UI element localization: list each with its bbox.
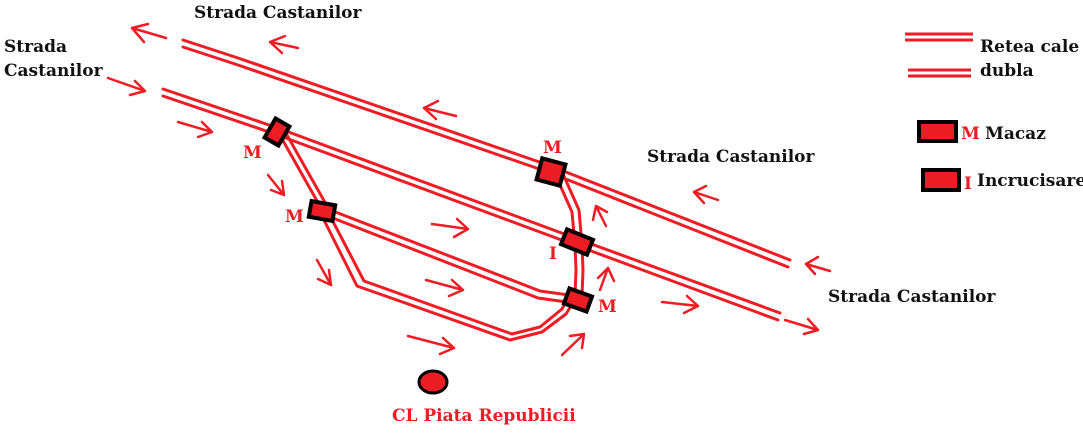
- switches: [261, 115, 596, 315]
- switch-letter-m-upper-right: M: [543, 138, 562, 158]
- arrow-right-icon: [660, 294, 700, 315]
- street-label-top: Strada Castanilor: [194, 3, 363, 23]
- street-label-left-line1: Strada: [4, 37, 67, 57]
- switch-letters: M M M I M: [243, 138, 617, 317]
- legend-crossing-symbol: [921, 168, 961, 192]
- direction-arrows: [106, 22, 832, 357]
- station-marker: [417, 369, 449, 395]
- arrow-left-icon: [130, 22, 168, 44]
- tracks: [161, 38, 792, 342]
- arrow-left-icon: [268, 34, 300, 55]
- switch-macaz-lower-right: [561, 285, 595, 315]
- arrow-right-icon: [783, 317, 820, 336]
- left-branch-track: [275, 126, 329, 210]
- street-label-left-line2: Castanilor: [4, 61, 104, 81]
- arrow-down-icon: [315, 258, 333, 287]
- street-labels: Strada Castanilor Strada Castanilor Stra…: [4, 3, 997, 307]
- switch-macaz-upper-left: [261, 115, 293, 149]
- arrow-down-icon: [266, 173, 286, 197]
- legend-macaz-letter: M: [961, 124, 980, 144]
- arrow-right-icon: [424, 278, 465, 298]
- arrow-up-icon: [591, 204, 609, 228]
- arrow-right-icon: [406, 334, 456, 356]
- switch-letter-m-lower-right: M: [598, 297, 617, 317]
- legend-crossing-letter: I: [964, 174, 972, 194]
- legend-double-track-label-line1: Retea cale: [980, 37, 1079, 57]
- switch-letter-m-upper-left: M: [243, 143, 262, 163]
- legend-crossing-label: Incrucisare: [977, 171, 1083, 191]
- street-label-bottom-right: Strada Castanilor: [828, 287, 997, 307]
- arrow-right-icon: [430, 217, 470, 239]
- lower-main-track: [161, 87, 782, 322]
- arrow-left-icon: [422, 99, 458, 121]
- switch-macaz-middle: [306, 198, 338, 224]
- arrow-left-icon: [692, 184, 720, 205]
- legend-macaz-symbol: [917, 120, 958, 143]
- switch-macaz-upper-right: [534, 155, 568, 189]
- arrow-up-icon: [560, 332, 586, 357]
- legend: Retea cale dubla M Macaz I Incrucisare: [905, 32, 1083, 194]
- arrow-up-icon: [596, 266, 616, 292]
- street-label-middle-right: Strada Castanilor: [647, 147, 816, 167]
- arrow-left-icon: [804, 255, 832, 276]
- legend-macaz-label: Macaz: [985, 124, 1046, 144]
- arrow-right-icon: [106, 76, 147, 97]
- outer-loop-track: [317, 208, 576, 342]
- switch-letter-i-crossing: I: [549, 244, 557, 264]
- crossing-incrucisare: [558, 226, 596, 258]
- arrow-right-icon: [176, 120, 214, 139]
- switch-letter-m-middle: M: [285, 207, 304, 227]
- legend-double-track-symbol: [905, 32, 973, 78]
- upper-main-track: [181, 38, 792, 269]
- legend-double-track-label-line2: dubla: [980, 61, 1034, 81]
- station-label: CL Piata Republicii: [392, 406, 576, 426]
- station: CL Piata Republicii: [392, 369, 576, 426]
- inner-loop-track: [323, 206, 578, 305]
